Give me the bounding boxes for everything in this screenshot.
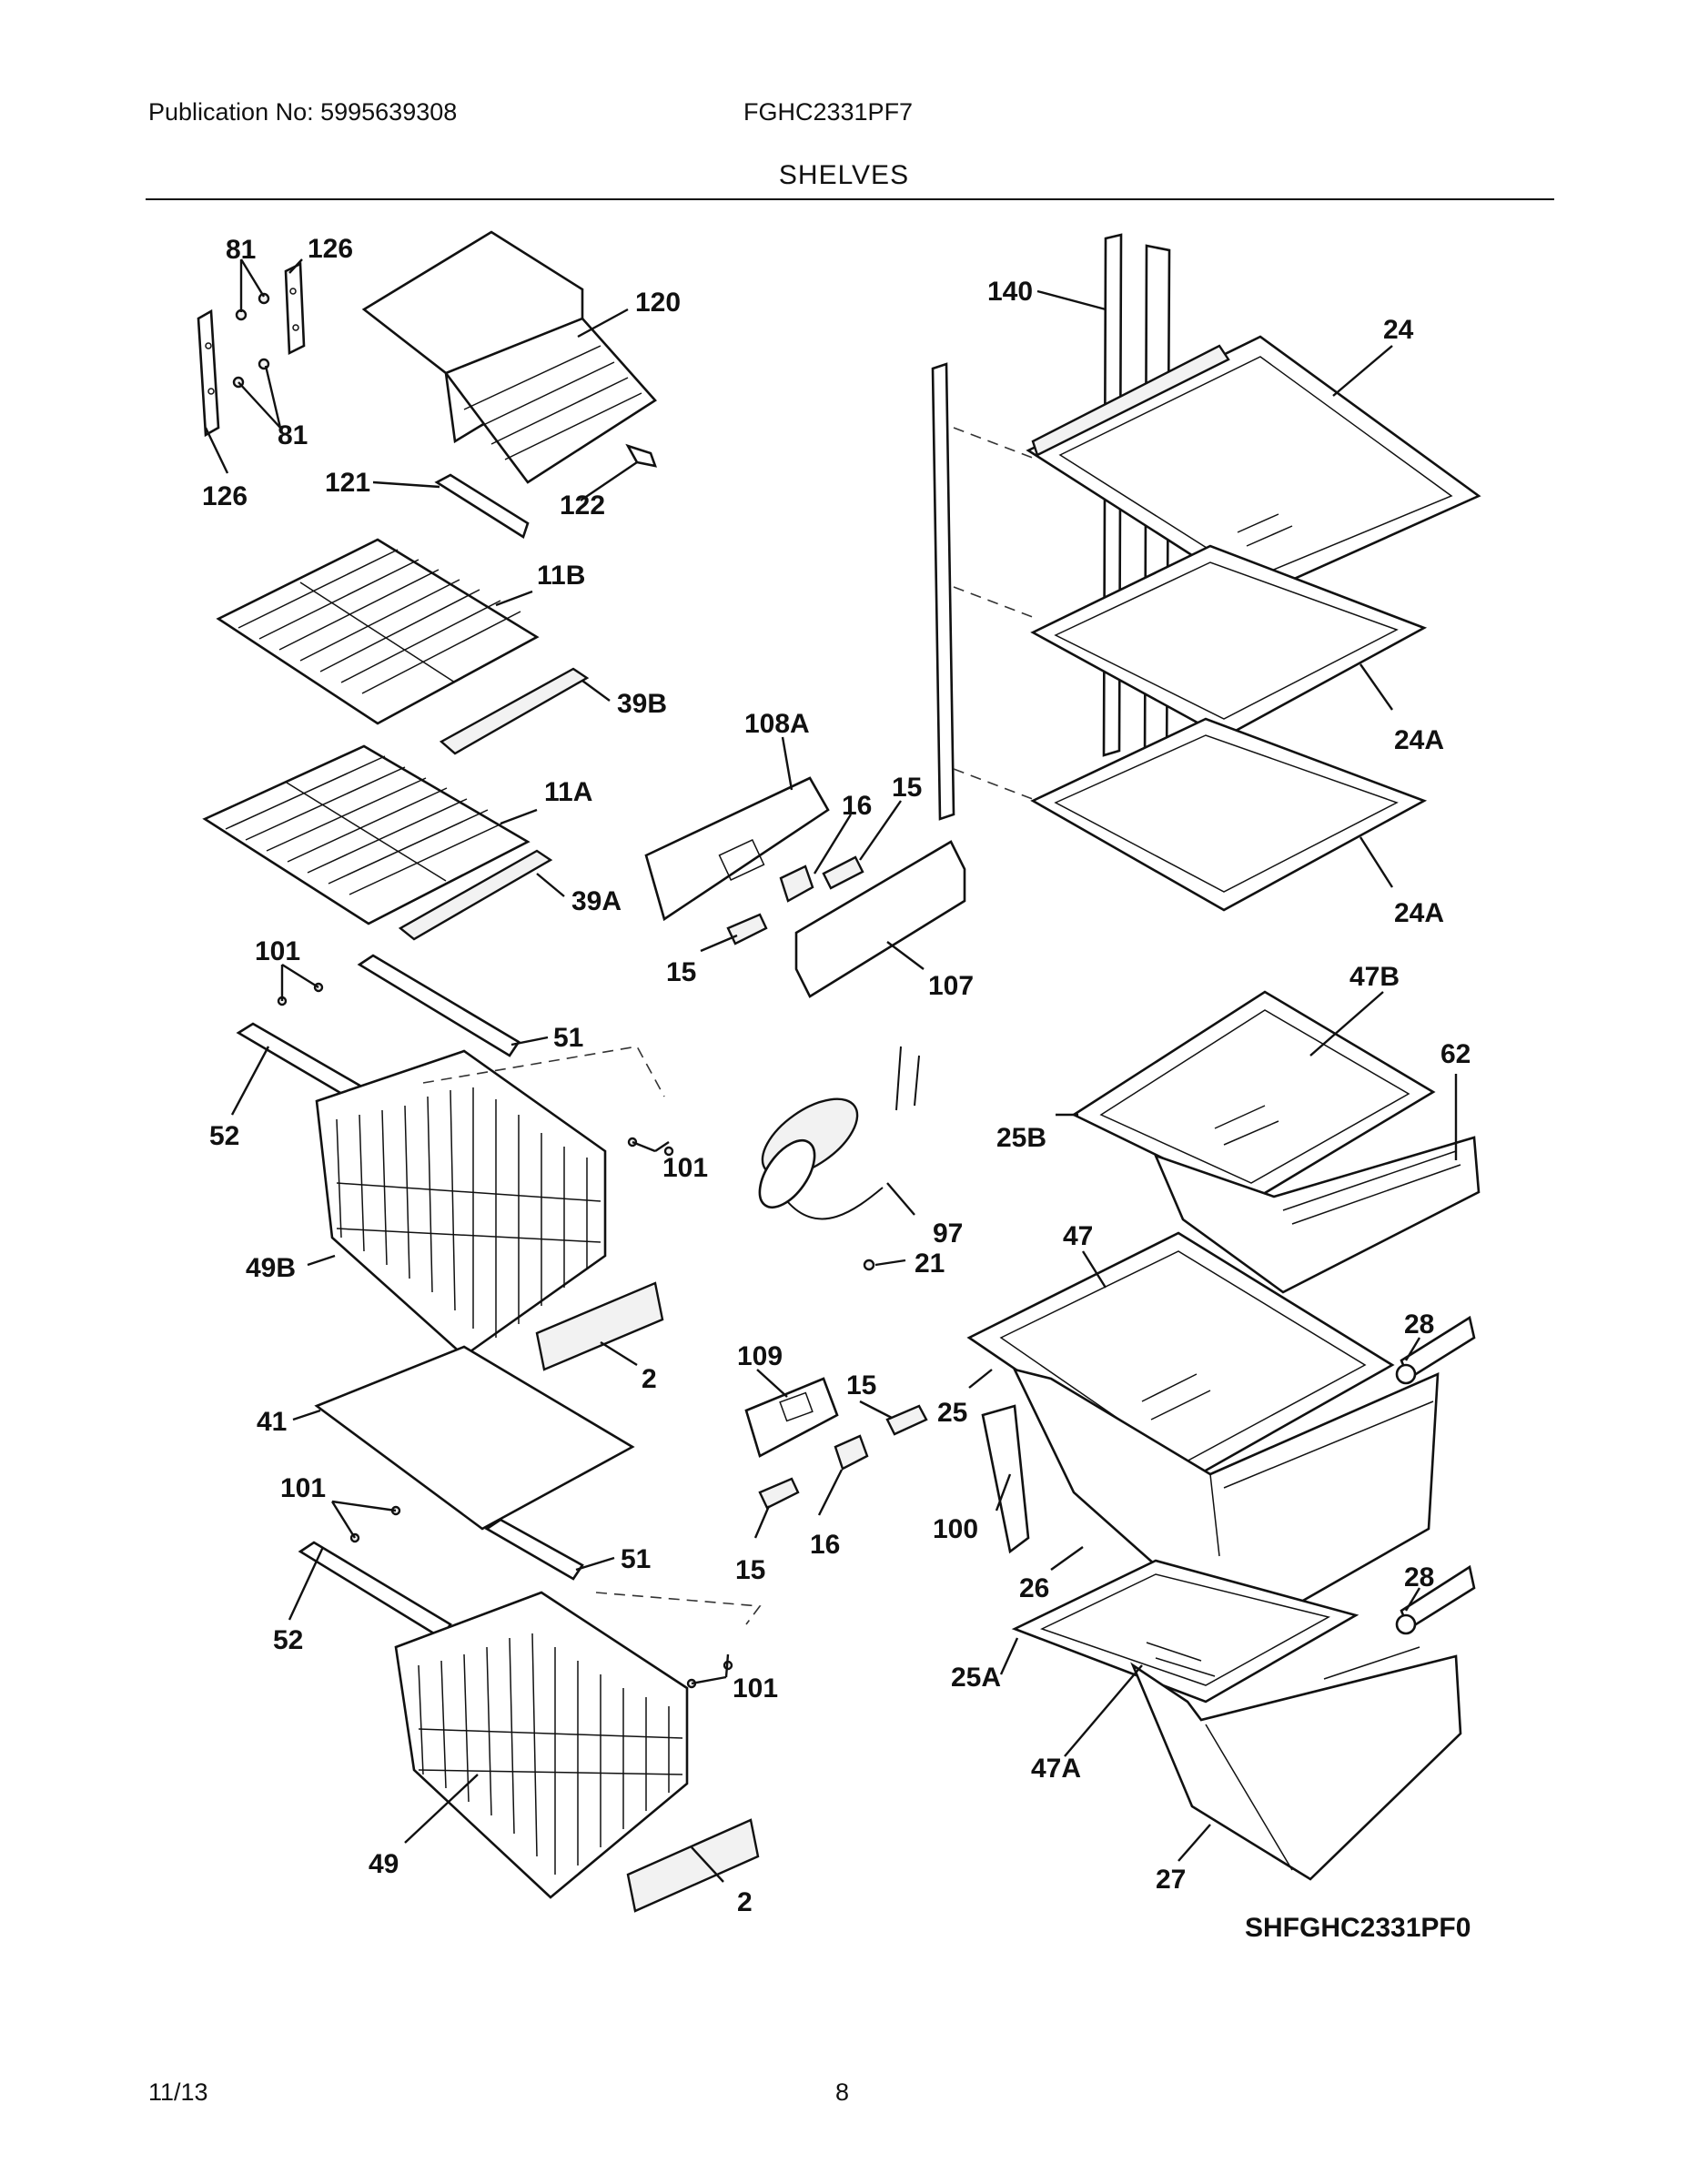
callout-52-lower: 52 (273, 1625, 303, 1655)
callout-25: 25 (937, 1398, 967, 1428)
callout-11A: 11A (544, 777, 592, 807)
callout-15-lower-right: 15 (846, 1370, 876, 1400)
callout-120: 120 (635, 288, 681, 318)
part-bracket-126 (197, 261, 306, 438)
callout-51-lower: 51 (621, 1544, 651, 1574)
section-title: SHELVES (778, 160, 910, 190)
callout-11B: 11B (537, 561, 585, 591)
part-glass-shelf-24 (1026, 335, 1481, 598)
callout-47B: 47B (1349, 962, 1400, 992)
callout-39A: 39A (571, 886, 622, 916)
callout-24A-lower: 24A (1394, 898, 1444, 928)
callout-16-lower: 16 (810, 1530, 840, 1560)
leader-lines (204, 258, 1458, 1883)
part-crisper-26 (1012, 1368, 1440, 1640)
callout-41: 41 (257, 1407, 287, 1437)
header-rule (146, 198, 1554, 200)
callout-27: 27 (1156, 1865, 1186, 1895)
callout-28-upper: 28 (1404, 1309, 1434, 1340)
part-bracket-28-lower (1395, 1564, 1476, 1635)
part-wire-shelf-11A (202, 744, 531, 925)
callout-24: 24 (1383, 315, 1414, 345)
part-glass-shelf-24A-lower (1030, 717, 1428, 912)
callout-97: 97 (933, 1218, 963, 1249)
part-slide-51-upper (357, 954, 521, 1057)
part-bin-120 (361, 230, 657, 484)
drawing-code: SHFGHC2331PF0 (1245, 1913, 1471, 1943)
callout-39B: 39B (617, 689, 667, 719)
publication-number: Publication No: 5995639308 (148, 98, 458, 126)
page-number: 8 (835, 2078, 850, 2106)
part-bulbs-15-lower (758, 1404, 928, 1510)
part-basket-49B (315, 1046, 665, 1358)
part-slide-52-lower (298, 1541, 452, 1640)
callout-140: 140 (987, 277, 1033, 307)
callout-81-bottom: 81 (278, 420, 308, 450)
callout-2-lower: 2 (737, 1887, 753, 1917)
callout-2-upper: 2 (642, 1364, 657, 1394)
callout-26: 26 (1019, 1573, 1049, 1603)
part-trim-39A (398, 849, 553, 941)
callout-109: 109 (737, 1341, 783, 1371)
callout-24A-upper: 24A (1394, 725, 1444, 755)
callout-25B: 25B (996, 1123, 1046, 1153)
part-drawer-62 (1153, 1136, 1481, 1294)
part-screws-81 (232, 292, 270, 389)
callout-16-upper: 16 (842, 791, 872, 821)
callout-107: 107 (928, 971, 974, 1001)
callout-126-bottom: 126 (202, 481, 248, 511)
part-handle-2-lower (626, 1818, 760, 1913)
model-number: FGHC2331PF7 (743, 98, 914, 126)
callout-101-b: 101 (662, 1153, 708, 1183)
part-socket-16-upper (779, 864, 814, 903)
part-basket-49 (394, 1591, 762, 1899)
part-screw-21 (863, 1259, 875, 1271)
part-wire-shelf-11B (216, 538, 540, 725)
callout-49: 49 (369, 1849, 399, 1879)
callout-47A: 47A (1031, 1754, 1081, 1784)
part-crisper-27 (1130, 1646, 1462, 1881)
callout-101-d: 101 (733, 1673, 778, 1704)
callout-15-upper-left: 15 (666, 957, 696, 987)
part-divider-41 (314, 1345, 635, 1531)
callout-100: 100 (933, 1514, 978, 1544)
callout-101-c: 101 (280, 1473, 326, 1503)
callout-101-a: 101 (255, 936, 300, 966)
callout-52-upper: 52 (209, 1121, 239, 1151)
part-cover-25A (1011, 1559, 1359, 1704)
callout-81-top: 81 (226, 235, 256, 265)
footer-date: 11/13 (148, 2078, 208, 2106)
callout-49B: 49B (246, 1253, 296, 1283)
callout-28-lower: 28 (1404, 1562, 1434, 1592)
part-122 (625, 443, 657, 468)
part-trim-39B (439, 667, 590, 755)
part-121 (434, 473, 530, 539)
part-light-cover-107 (794, 840, 966, 998)
part-socket-16-lower (834, 1434, 869, 1471)
callout-15-lower-left: 15 (735, 1555, 765, 1585)
callout-126-top: 126 (308, 234, 353, 264)
callout-62: 62 (1440, 1039, 1471, 1069)
part-bracket-28-upper (1395, 1315, 1476, 1385)
callout-121: 121 (325, 468, 370, 498)
part-bulbs-15-upper (726, 855, 864, 945)
part-light-housing-109 (744, 1377, 839, 1458)
callout-21: 21 (915, 1249, 945, 1279)
callout-47: 47 (1063, 1221, 1093, 1251)
part-glass-shelf-24A-upper (1030, 544, 1428, 739)
callout-51-upper: 51 (553, 1023, 583, 1053)
callout-labels: 81 126 120 81 126 121 122 11B 39B 11A 39… (202, 234, 1471, 1943)
callout-108A: 108A (744, 709, 810, 739)
part-panel-100 (981, 1404, 1030, 1554)
part-rail-140 (931, 233, 1171, 821)
callout-122: 122 (560, 490, 605, 521)
callout-15-upper-right: 15 (892, 773, 922, 803)
callout-25A: 25A (951, 1663, 1001, 1693)
part-handle-2-upper (535, 1281, 664, 1371)
part-light-housing-108A (644, 776, 830, 922)
part-heater-97 (758, 1046, 920, 1220)
part-slide-51-lower (484, 1518, 584, 1581)
